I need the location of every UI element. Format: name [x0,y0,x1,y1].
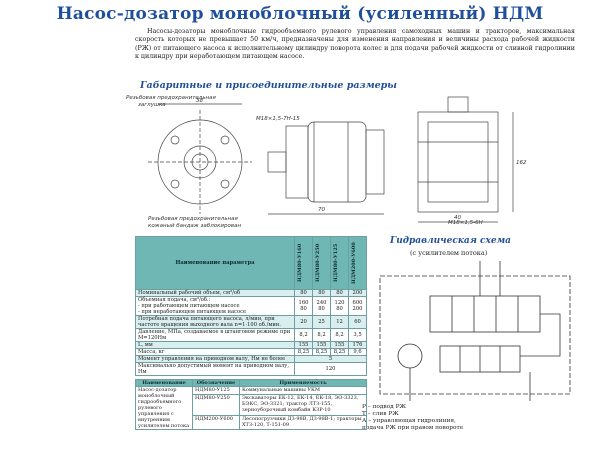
product-code: НДМ80-У125 [192,386,240,395]
dimensions-drawing: Резьбовая предохранительная заглушка Рез… [126,95,527,229]
param-row: Максимально допустимый момент на приводн… [135,362,367,376]
product-use: Лесопогрузчики ДЗ-98В, ДЗ-98В-1; трактор… [239,414,367,431]
param-name: L, мм [135,341,295,349]
param-value: 155 [294,341,313,349]
hydraulic-diagram [379,261,571,401]
seal-top-label: Резьбовая предохранительная [126,95,217,101]
param-name: Объемная подача, см³/об.: - при работающ… [135,296,295,316]
dim-label: 40 [454,215,461,221]
param-value: 60 [348,315,367,329]
legend-item: Т – слив РЖ [362,411,399,417]
param-value: 20 [294,315,313,329]
param-value: 9,6 [348,348,367,356]
dim-label: 70 [318,207,325,213]
param-value: 80 [294,289,313,297]
seal-bottom-label-2: кожаный бандаж заблокирован [148,223,241,229]
param-value: 5 [294,355,367,363]
seal-top-label-2: заглушка [138,102,166,108]
param-name: Потребная подача питающего насоса, л/мин… [135,315,295,329]
product-code: НДМ200-У600 [192,414,240,431]
param-header: Наименование параметра [135,236,295,290]
param-value: 176 [348,341,367,349]
dim-label: 162 [516,160,527,166]
param-value: 120 80 [330,296,349,316]
legend-item: Р – подвод РЖ [362,404,406,410]
param-value: 200 [348,289,367,297]
param-value: 160 80 [294,296,313,316]
param-value: 8,2 [294,328,313,342]
hydraulic-heading: Гидравлическая схема [390,236,511,246]
product-use: Экскаваторы ЕК-12, ЕК-14, ЕК-18, ЭО-3323… [239,393,367,416]
param-row: Объемная подача, см³/об.: - при работающ… [135,296,367,316]
param-value: 25 [312,315,331,329]
app-header-code: Обозначение [192,379,240,387]
param-value: 80 [330,289,349,297]
param-value: 8,25 [312,348,331,356]
model-header: НДМ80-У250 [312,236,331,290]
app-header-use: Применяемость [239,379,367,387]
product-use: Коммунальные машины УКМ [239,386,367,395]
seal-bottom-label: Резьбовая предохранительная [148,216,239,222]
param-name: Момент управления на приводном валу, Нм … [135,355,295,363]
intro-paragraph: Насосы-дозаторы моноблочные гидрообъемно… [135,28,575,60]
page-title: Насос-дозатор моноблочный (усиленный) НД… [56,4,544,24]
param-value: 12 [330,315,349,329]
dimensions-heading: Габаритные и присоединительные размеры [140,80,397,91]
app-header-name: Наименование [135,379,193,387]
hydraulic-subheading: (с усилителем потока) [410,249,488,257]
param-name: Номинальный рабочий объем, см³/об [135,289,295,297]
applicability-table: Наименование Обозначение Применяемость Н… [135,379,367,431]
param-value: 155 [330,341,349,349]
dim-label: 38 [196,98,203,104]
param-name: Масса, кг [135,348,295,356]
legend-item: подача РЖ при правом повороте [362,425,464,431]
hydraulic-legend: Р – подвод РЖ Т – слив РЖ А – управляюща… [362,404,592,432]
param-name: Давление, МПа, создаваемое в штанговом р… [135,328,295,342]
param-value: 120 [294,362,367,376]
param-row: Потребная подача питающего насоса, л/мин… [135,315,367,329]
param-value: 155 [312,341,331,349]
param-value: 8,25 [294,348,313,356]
param-value: 3,5 [348,328,367,342]
product-name: Насос-дозатор моноблочный гидрообъемного… [135,386,193,430]
thread-label-1: М18×1,5-7Н-15 [256,116,300,122]
parameter-table: Наименование параметра НДМ80-У160 НДМ80-… [135,236,367,376]
model-header: НДМ80-У160 [294,236,313,290]
param-value: 240 80 [312,296,331,316]
param-row: Давление, МПа, создаваемое в штанговом р… [135,328,367,342]
product-code: НДМ80-У250 [192,393,240,416]
param-name: Максимально допустимый момент на приводн… [135,362,295,376]
param-value: 8,2 [330,328,349,342]
param-row: Момент управления на приводном валу, Нм … [135,355,367,363]
param-value: 8,2 [312,328,331,342]
param-value: 8,25 [330,348,349,356]
param-value: 600 200 [348,296,367,316]
model-header: НДМ80-У125 [330,236,349,290]
model-header: НДМ200-У600 [348,236,367,290]
param-value: 80 [312,289,331,297]
thread-label-2: М18×1,5-6Н [448,220,483,226]
legend-item: А – управляющая гидролиния, [362,418,456,424]
